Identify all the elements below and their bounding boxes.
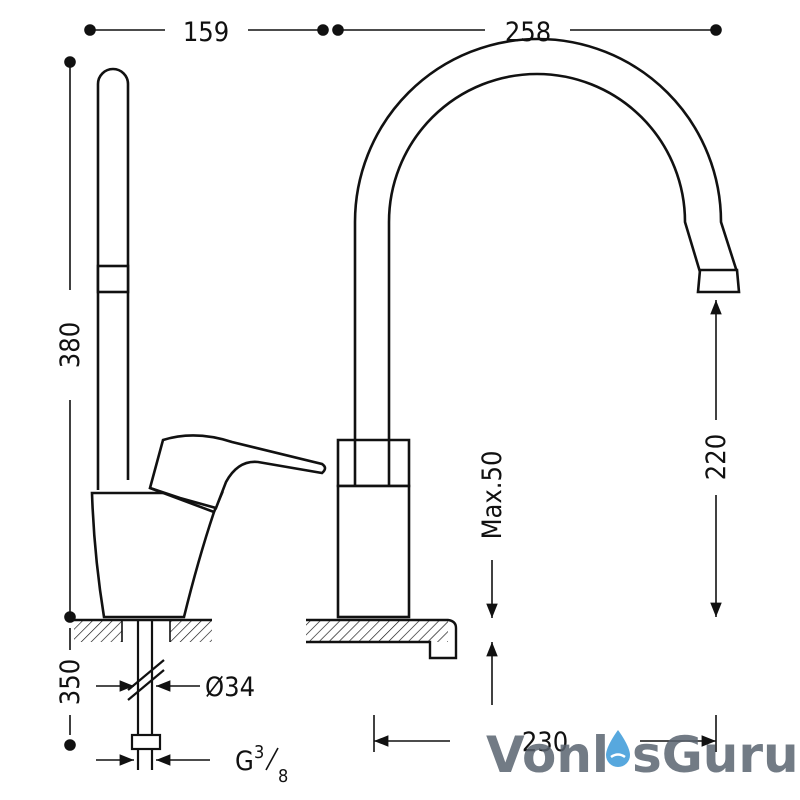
dimension-labels: 159 258 380 350 220 Max.50 Ø34 G 3 8 230 [55,17,732,787]
side-hose [127,620,165,770]
side-lever-handle [148,434,327,510]
dim-258: 258 [505,17,551,48]
dimension-lines [64,24,722,766]
dim-diameter-34: Ø34 [205,672,255,703]
front-countertop [306,618,458,660]
side-spout-tube [96,67,130,490]
dim-220: 220 [701,434,732,480]
front-spout-outer [353,37,739,440]
front-view [336,37,741,619]
water-drop-icon [606,730,630,767]
dim-thread-num: 3 [254,742,264,763]
svg-text:Vonl: Vonl [486,726,609,784]
dim-thread-g: G [235,746,254,777]
dim-380: 380 [55,322,86,368]
dim-230: 230 [522,727,568,758]
front-body-collar [336,438,411,488]
front-spout-tip [696,268,741,294]
side-spout-ring [96,264,130,294]
dim-max50: Max.50 [477,451,508,540]
side-countertop [70,618,212,642]
watermark-logo: Vonl sGuru [486,726,799,784]
side-connector-nut [130,733,162,751]
front-body [336,484,411,619]
dim-350: 350 [55,659,86,705]
dim-thread-den: 8 [278,766,288,787]
svg-text:sGuru: sGuru [632,726,799,784]
side-view [90,67,327,619]
front-spout-inner [387,72,702,440]
dim-159: 159 [183,17,229,48]
side-body [90,491,224,619]
